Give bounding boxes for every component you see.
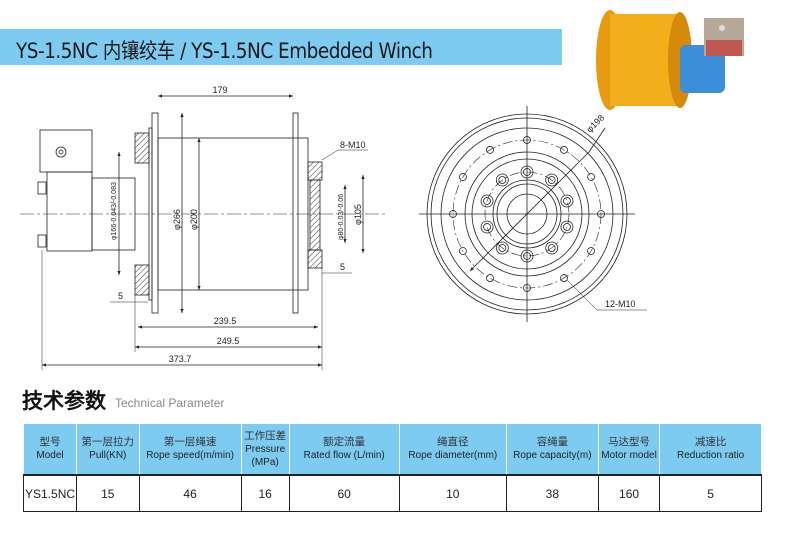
dim-249-5: 249.5 (217, 336, 240, 346)
column-header-zh: 马达型号 (608, 436, 651, 448)
column-header: 额定流量 Rated flow (L/min) (288, 423, 400, 476)
title-banner: YS-1.5NC 内镶绞车 / YS-1.5NC Embedded Winch (0, 29, 562, 65)
dim-5-left: 5 (118, 291, 123, 301)
front-view-drawing (419, 106, 647, 322)
table-cell: 60 (288, 474, 400, 512)
column-header-zh: 工作压差 (244, 429, 287, 442)
column-header-en: Pull(KN) (89, 450, 127, 461)
column-header-en: Motor model (601, 450, 657, 461)
table-cell: 5 (659, 474, 762, 512)
dim-d200: φ200 (189, 209, 199, 230)
table-cell: 38 (505, 474, 599, 512)
column-header: 容绳量 Rope capacity(m) (505, 423, 599, 476)
table-cell: 16 (240, 474, 290, 512)
column-header-en: Rope capacity(m) (513, 450, 592, 461)
column-header-zh: 额定流量 (323, 436, 366, 448)
column-header-zh: 第一层拉力 (81, 436, 135, 448)
column-header-en: Rope speed(m/min) (146, 450, 234, 461)
section-subtitle: Technical Parameter (115, 396, 225, 410)
column-header-en: Rated flow (L/min) (303, 450, 385, 461)
column-header-zh: 容绳量 (536, 436, 569, 448)
dim-5-right: 5 (340, 262, 345, 272)
column-header-zh: 绳直径 (437, 436, 469, 448)
column-header: 第一层拉力 Pull(KN) (76, 423, 140, 476)
column-header-zh: 减速比 (694, 436, 727, 448)
table-cell: YS1.5NC (22, 474, 78, 512)
column-header-en: Reduction ratio (676, 450, 745, 461)
dim-239-5: 239.5 (214, 316, 237, 326)
page-title: YS-1.5NC 内镶绞车 / YS-1.5NC Embedded Winch (16, 39, 433, 63)
table-cell: 46 (138, 474, 242, 512)
column-header: 马达型号 Motor model (597, 423, 661, 476)
table-cell: 15 (76, 474, 140, 512)
parameter-table: 型号 Model 第一层拉力 Pull(KN) 第一层绳速 Rope speed(m/mi… (22, 423, 762, 512)
dim-8-m10: 8-M10 (340, 140, 366, 150)
column-header: 减速比 Reduction ratio (659, 423, 762, 476)
dim-d266: φ266 (172, 209, 182, 230)
dim-d166: φ166-0.043/-0.083 (111, 182, 118, 240)
table-cell: 10 (398, 474, 507, 512)
dim-d80: φ80-0.03/-0.06 (338, 194, 345, 240)
column-header: 型号 Model (22, 423, 78, 476)
column-header-en: Pressure (MPa) (245, 443, 286, 468)
side-view-drawing (20, 94, 385, 370)
column-header-en: Rope diameter(mm) (408, 450, 498, 461)
dim-179: 179 (212, 85, 227, 95)
dim-373-7: 373.7 (169, 354, 192, 364)
table-cell: 160 (597, 474, 661, 512)
dim-d105: φ105 (353, 204, 363, 225)
column-header: 绳直径 Rope diameter(mm) (398, 423, 507, 476)
column-header-zh: 第一层绳速 (163, 436, 217, 448)
column-header-en: Model (36, 450, 64, 461)
section-title: 技术参数 (22, 389, 106, 413)
column-header: 第一层绳速 Rope speed(m/min) (138, 423, 242, 476)
dim-12-m10: 12-M10 (605, 299, 636, 309)
product-photo (596, 10, 744, 110)
column-header-zh: 型号 (39, 436, 61, 448)
